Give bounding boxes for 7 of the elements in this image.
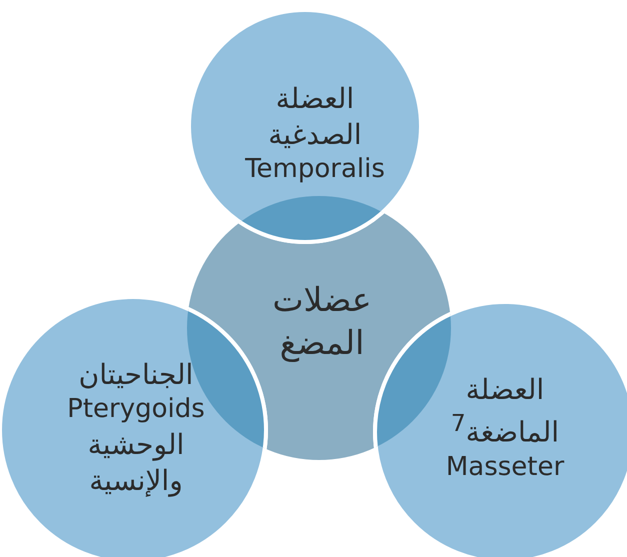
title-text: عضلات المضغ bbox=[271, 279, 373, 364]
muscle-label: Masseter bbox=[446, 450, 564, 484]
muscle-label: العضلة الصدغية bbox=[267, 80, 363, 154]
muscle-label: الجناحيتان bbox=[78, 356, 194, 393]
muscle-label: الوحشية والإنسية bbox=[86, 426, 186, 500]
muscle-label: Temporalis bbox=[245, 153, 385, 186]
muscle-label: Pterygoids bbox=[67, 392, 205, 426]
